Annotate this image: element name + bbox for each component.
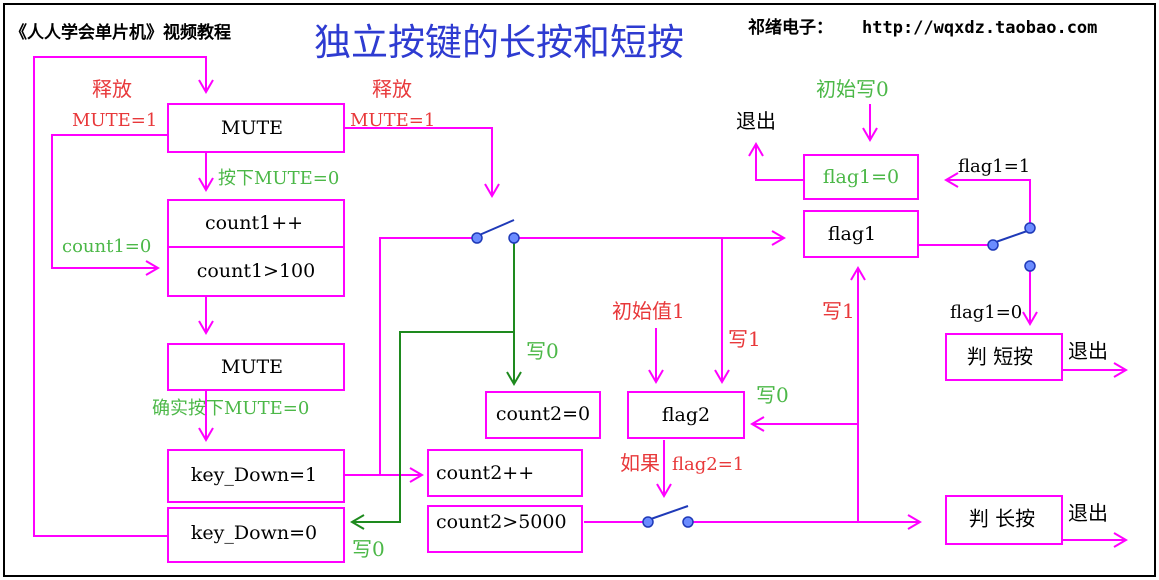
arrow-head (907, 514, 922, 530)
course-title: 《人人学会单片机》视频教程 (10, 22, 231, 43)
arrow-head (506, 371, 522, 386)
line-release-right (344, 127, 493, 196)
mute-mid-box (167, 343, 345, 391)
arrow-head (198, 427, 214, 442)
arrow-head (648, 369, 664, 384)
label-write0-count2: 写0 (526, 339, 559, 363)
label-write0-flag2: 写0 (756, 383, 789, 407)
label-count1-eq0: count1=0 (62, 236, 151, 257)
count2-zero-box (485, 391, 601, 439)
arrow-head (198, 177, 214, 192)
arrow-head (771, 230, 786, 246)
mute-top-box (167, 103, 345, 153)
switch-1 (471, 219, 520, 244)
flag1-box (803, 210, 919, 258)
loop-line-outer (33, 56, 207, 537)
count2-inc-box (427, 449, 583, 497)
label-confirm-press: 确实按下MUTE=0 (152, 398, 309, 419)
judge-long-box (945, 495, 1063, 545)
keydown0-box (167, 507, 345, 563)
label-mute1-left: MUTE=1 (72, 110, 157, 131)
flag1-zero-box (803, 154, 919, 200)
label-init-flag1: 初始写0 (816, 77, 889, 101)
arrow-head (750, 416, 765, 432)
page-title: 独立按键的长按和短按 (314, 21, 684, 64)
count2-cmp-box (427, 505, 583, 553)
label-init-flag2: 初始值1 (612, 299, 685, 323)
label-exit-top: 退出 (736, 109, 776, 133)
flag1-text: flag1 (828, 223, 876, 245)
flag2-box (627, 391, 745, 439)
shop-name: 祁绪电子： (748, 17, 833, 38)
arrow-head (944, 172, 959, 188)
line-flag1-eq1 (946, 179, 1031, 228)
arrow-head (1113, 532, 1128, 548)
keydown1-box (167, 449, 345, 503)
count1-inc-text: count1++ (205, 212, 303, 234)
judge-long-text: 判 长按 (969, 507, 1035, 531)
label-write0-keydown: 写0 (352, 537, 385, 561)
label-write1-flag2: 写1 (728, 327, 761, 351)
label-release-left: 释放 (92, 77, 132, 101)
line-keydown-up (344, 237, 475, 476)
arrow-head (145, 260, 160, 276)
count2-zero-text: count2=0 (496, 403, 590, 425)
arrow-head (350, 514, 365, 530)
label-exit-short: 退出 (1068, 339, 1108, 363)
line-release-count1 (51, 134, 168, 269)
line-exit-top (755, 144, 804, 181)
arrow-head (1022, 311, 1038, 326)
count2-cmp-text: count2>5000 (436, 511, 567, 533)
label-write1-flag1: 写1 (822, 299, 855, 323)
arrow-head (198, 79, 214, 94)
arrow-head (714, 369, 730, 384)
flag2-text: flag2 (662, 404, 710, 426)
switch-2 (642, 505, 694, 528)
arrow-head (484, 183, 500, 198)
arrow-head (409, 467, 424, 483)
arrow-head (850, 266, 866, 281)
keydown1-text: key_Down=1 (191, 464, 317, 486)
label-if-flag2-cond: flag2=1 (672, 454, 744, 475)
shop-url: http://wqxdz.taobao.com (862, 18, 1097, 38)
arrow-head (656, 483, 672, 498)
label-exit-long: 退出 (1068, 501, 1108, 525)
label-flag1-eq1: flag1=1 (958, 156, 1030, 177)
label-if-flag2: 如果 (620, 451, 660, 475)
arrow-head (862, 127, 878, 142)
switch-3 (987, 222, 1036, 272)
count2-inc-text: count2++ (436, 462, 534, 484)
outer-border (3, 3, 1156, 577)
mute-mid-text: MUTE (221, 356, 283, 378)
label-release-right: 释放 (372, 77, 412, 101)
arrow-head (1113, 362, 1128, 378)
green-line-keydown0 (352, 331, 514, 523)
arrow-head (748, 142, 764, 157)
flag1-zero-text: flag1=0 (823, 166, 899, 188)
mute-top-text: MUTE (221, 117, 283, 139)
keydown0-text: key_Down=0 (191, 522, 317, 544)
label-mute1-right: MUTE=1 (350, 110, 435, 131)
label-press-mute0: 按下MUTE=0 (218, 168, 339, 189)
judge-short-text: 判 短按 (967, 345, 1033, 369)
judge-short-box (945, 333, 1063, 381)
label-flag1-eq0: flag1=0 (950, 302, 1022, 323)
count1-cmp-text: count1>100 (197, 260, 315, 282)
arrow-head (198, 320, 214, 335)
